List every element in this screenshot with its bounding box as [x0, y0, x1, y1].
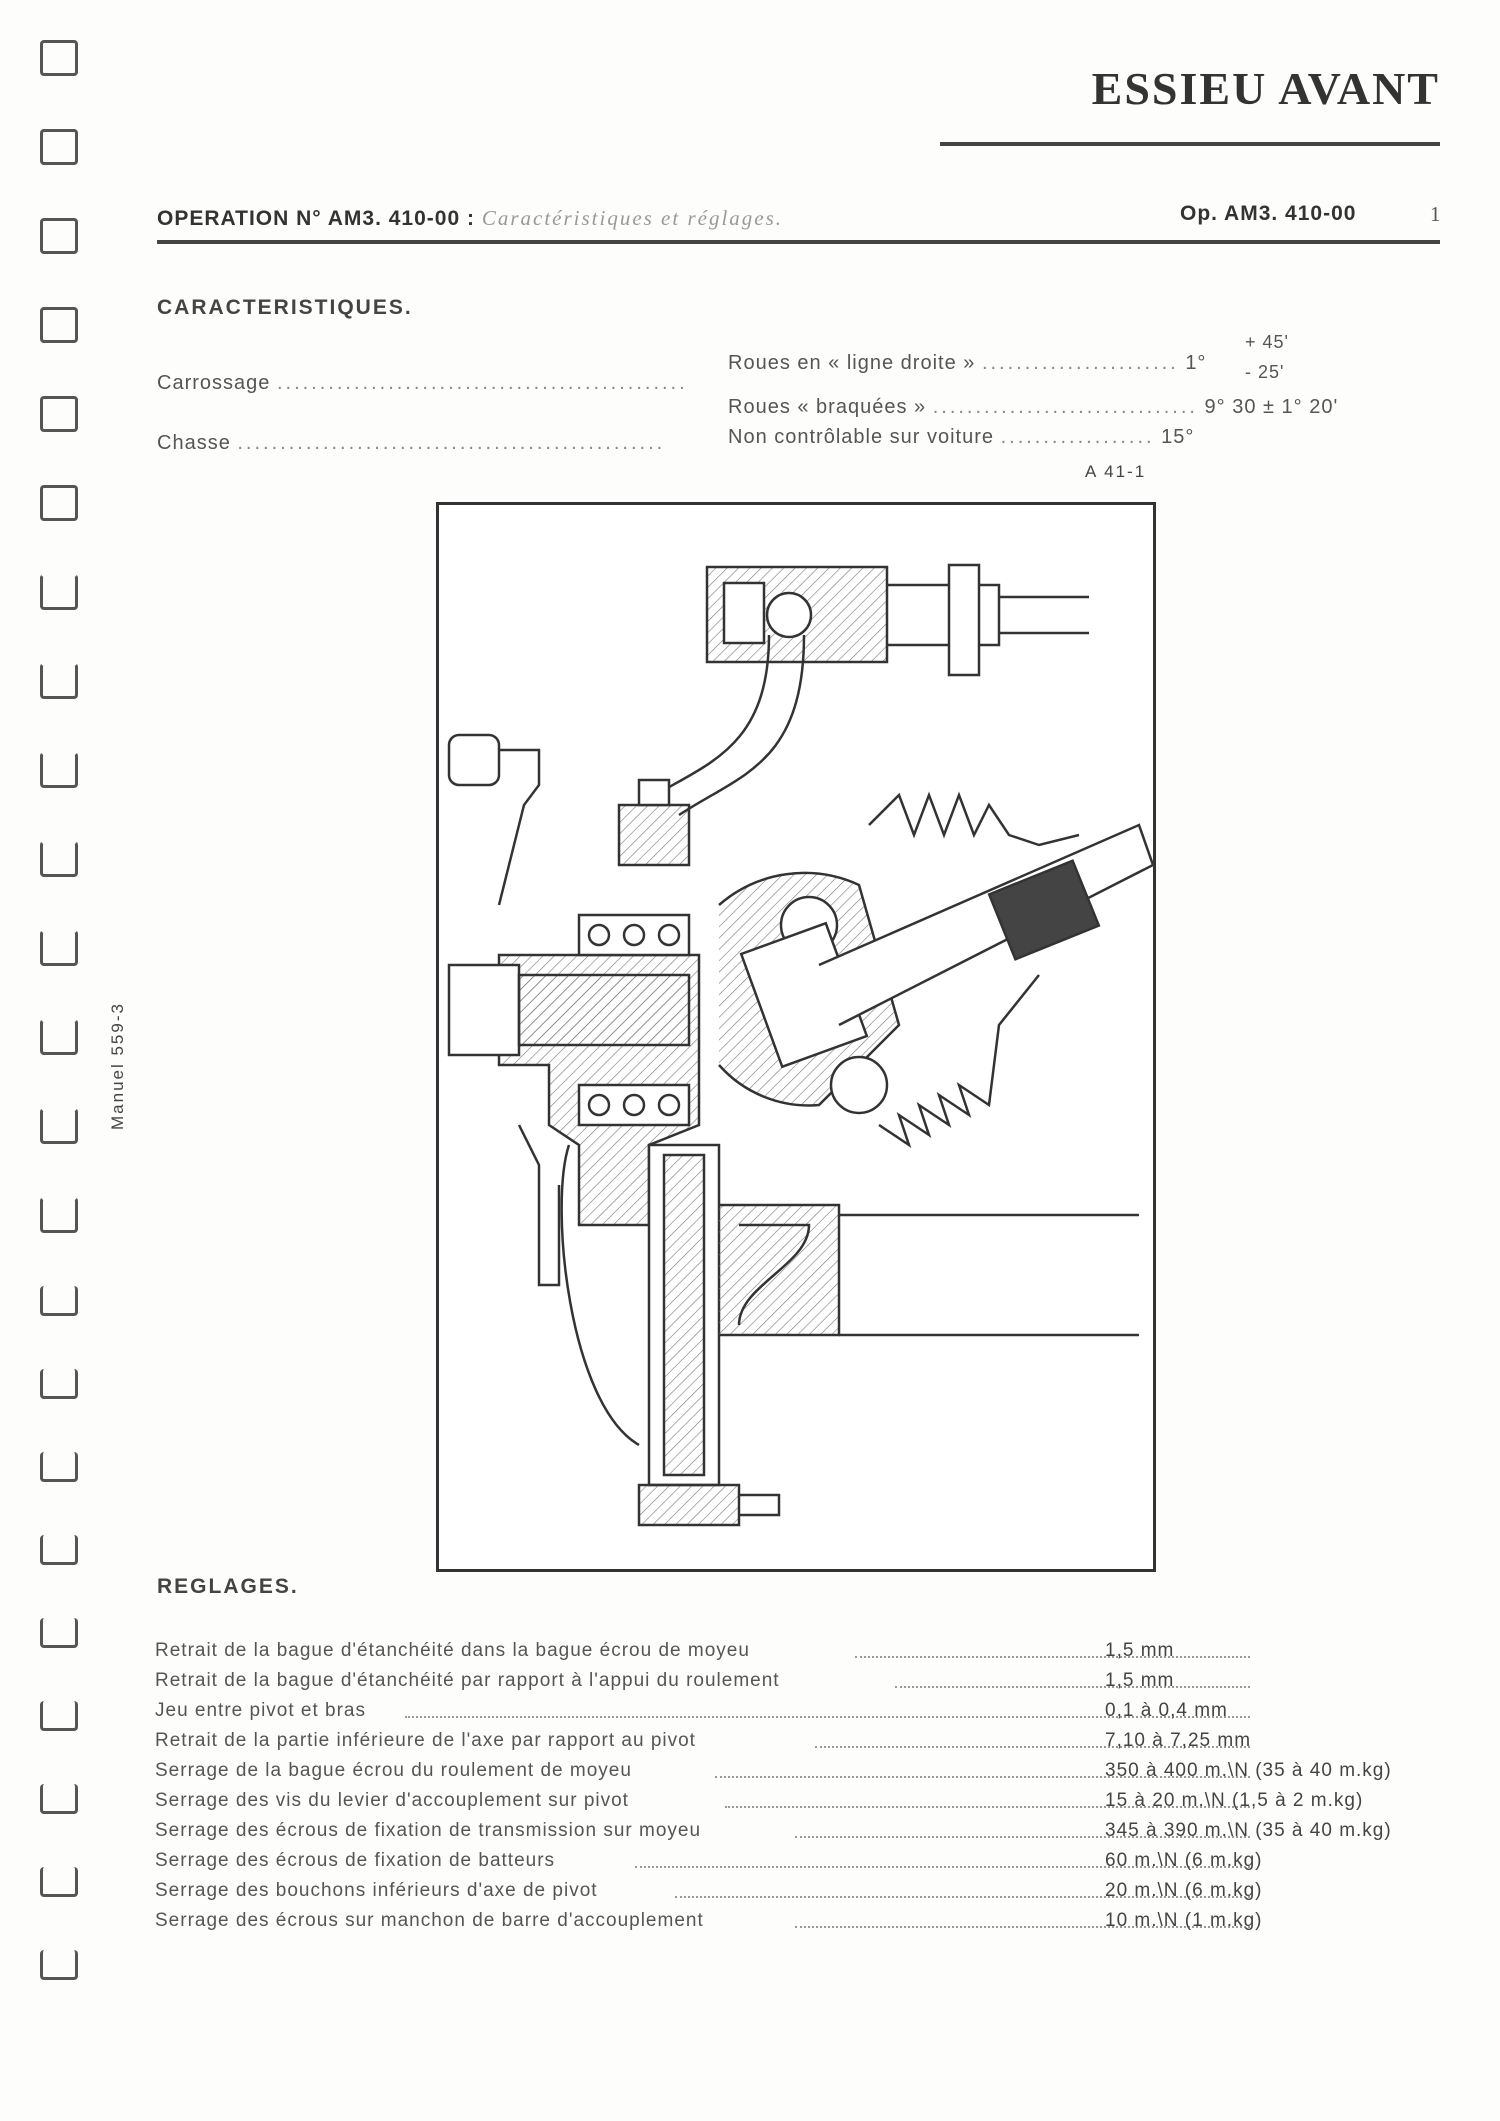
- reglage-row: Jeu entre pivot et bras 0,1 à 0,4 mm: [155, 1700, 1435, 1730]
- roues-braquees-row: Roues « braquées » .....................…: [728, 396, 1339, 418]
- reglage-row: Serrage des bouchons inférieurs d'axe de…: [155, 1880, 1435, 1910]
- chasse-label: Chasse: [157, 432, 231, 454]
- axle-cross-section-drawing: [447, 563, 1153, 1527]
- reglage-row: Serrage des écrous de fixation de transm…: [155, 1820, 1435, 1850]
- reglage-label: Retrait de la partie inférieure de l'axe…: [155, 1730, 696, 1751]
- reglage-row: Serrage de la bague écrou du roulement d…: [155, 1760, 1435, 1790]
- reglage-value: 1,5 mm: [1105, 1670, 1175, 1691]
- roues-braquees-label: Roues « braquées »: [728, 396, 927, 418]
- reglage-value: 7,10 à 7,25 mm: [1105, 1730, 1252, 1751]
- page-title: ESSIEU AVANT: [1091, 63, 1440, 114]
- reglage-row: Retrait de la bague d'étanchéité dans la…: [155, 1640, 1435, 1670]
- chasse-row: Chasse .................................…: [157, 432, 666, 454]
- operation-number: OPERATION N° AM3. 410-00 :: [157, 207, 475, 230]
- reglage-value: 345 à 390 m.\N (35 à 40 m.kg): [1105, 1820, 1392, 1841]
- reglage-label: Serrage des bouchons inférieurs d'axe de…: [155, 1880, 598, 1901]
- reglage-label: Serrage des écrous de fixation de batteu…: [155, 1850, 556, 1871]
- reglage-label: Jeu entre pivot et bras: [155, 1700, 366, 1721]
- reglage-label: Serrage des écrous de fixation de transm…: [155, 1820, 702, 1841]
- tolerance-minus: - 25': [1245, 362, 1285, 382]
- caracteristiques-title: CARACTERISTIQUES.: [157, 296, 413, 319]
- operation-line: OPERATION N° AM3. 410-00 : Caractéristiq…: [157, 206, 783, 231]
- reglage-row: Retrait de la bague d'étanchéité par rap…: [155, 1670, 1435, 1700]
- reglage-label: Serrage des écrous sur manchon de barre …: [155, 1910, 704, 1931]
- roues-braquees-value: 9° 30 ± 1° 20': [1204, 396, 1339, 418]
- chasse-desc-row: Non contrôlable sur voiture ............…: [728, 426, 1195, 448]
- page-number: 1: [1430, 202, 1441, 226]
- reglage-row: Serrage des écrous de fixation de batteu…: [155, 1850, 1435, 1880]
- reglage-value: 20 m.\N (6 m.kg): [1105, 1880, 1263, 1901]
- reglage-row: Serrage des écrous sur manchon de barre …: [155, 1910, 1435, 1940]
- technical-drawing: [436, 502, 1156, 1572]
- reglage-value: 0,1 à 0,4 mm: [1105, 1700, 1228, 1721]
- operation-rule: [157, 240, 1440, 244]
- roues-ligne-droite-row: Roues en « ligne droite » ..............…: [728, 352, 1207, 374]
- reglage-row: Serrage des vis du levier d'accouplement…: [155, 1790, 1435, 1820]
- reglages-list: Retrait de la bague d'étanchéité dans la…: [155, 1640, 1435, 1940]
- title-rule: [940, 142, 1440, 146]
- reglage-value: 15 à 20 m.\N (1,5 à 2 m.kg): [1105, 1790, 1364, 1811]
- chasse-value: 15°: [1161, 426, 1195, 448]
- binder-holes: [40, 40, 90, 2033]
- carrossage-label: Carrossage .............................…: [157, 372, 688, 394]
- reglage-value: 350 à 400 m.\N (35 à 40 m.kg): [1105, 1760, 1392, 1781]
- reglage-label: Retrait de la bague d'étanchéité par rap…: [155, 1670, 780, 1691]
- reglage-row: Retrait de la partie inférieure de l'axe…: [155, 1730, 1435, 1760]
- operation-subject: Caractéristiques et réglages.: [481, 206, 784, 230]
- figure-label: A 41-1: [1085, 462, 1147, 481]
- roues-ligne-droite-value: 1°: [1185, 352, 1207, 374]
- reglage-value: 60 m.\N (6 m.kg): [1105, 1850, 1263, 1871]
- reglage-label: Retrait de la bague d'étanchéité dans la…: [155, 1640, 750, 1661]
- carrossage-text: Carrossage: [157, 372, 271, 394]
- reglage-label: Serrage de la bague écrou du roulement d…: [155, 1760, 632, 1781]
- tolerance-plus: + 45': [1245, 332, 1289, 352]
- reglages-title: REGLAGES.: [157, 1575, 299, 1598]
- reglage-value: 1,5 mm: [1105, 1640, 1175, 1661]
- reglage-label: Serrage des vis du levier d'accouplement…: [155, 1790, 629, 1811]
- manual-reference: Manuel 559-3: [108, 1002, 127, 1130]
- roues-ligne-droite-label: Roues en « ligne droite »: [728, 352, 976, 374]
- reglage-value: 10 m.\N (1 m.kg): [1105, 1910, 1263, 1931]
- chasse-desc: Non contrôlable sur voiture: [728, 426, 995, 448]
- operation-ref: Op. AM3. 410-00: [1180, 202, 1357, 225]
